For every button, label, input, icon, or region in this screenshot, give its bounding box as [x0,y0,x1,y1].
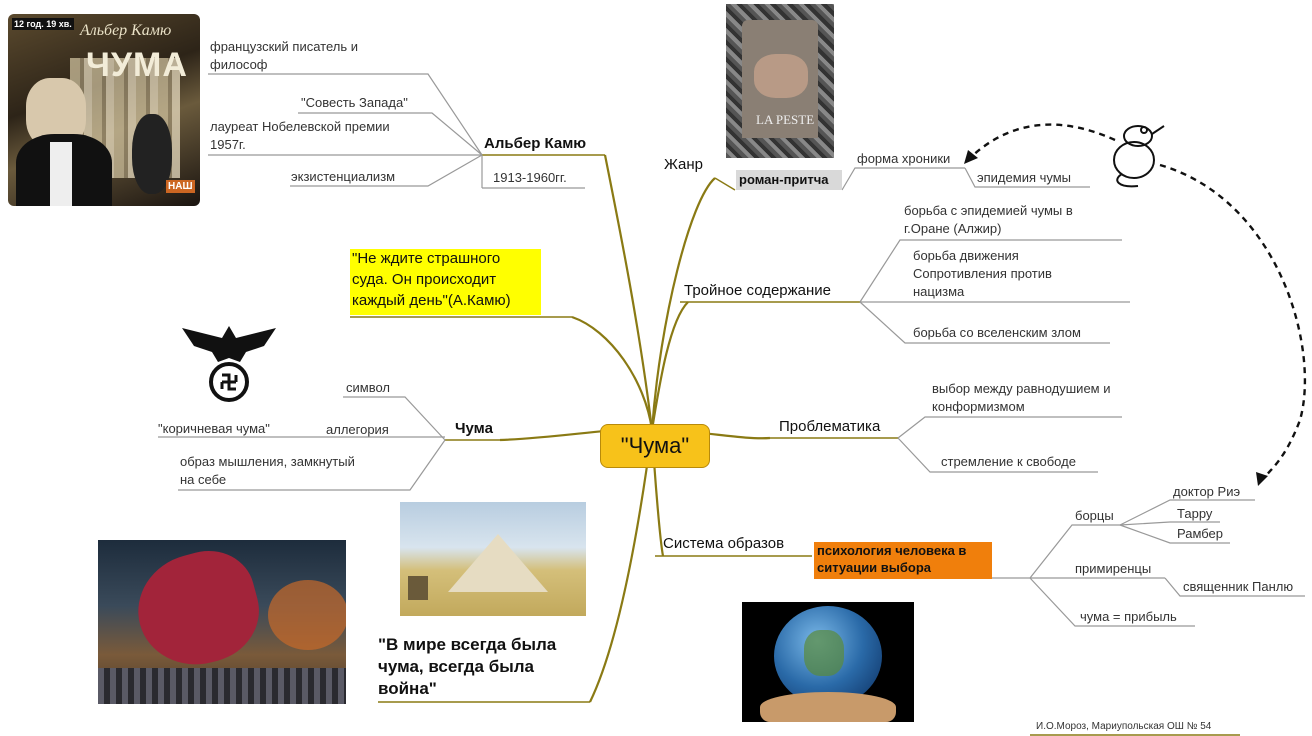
cover-author: Альбер Камю [80,22,172,39]
images-box: психология человека в ситуации выбора [814,542,992,579]
cover-title: ЧУМА [86,46,188,84]
poster-title: LA PESTE [756,112,815,127]
camus-item-conscience: "Совесть Запада" [301,95,408,110]
camus-quote: "Не ждите страшного суда. Он происходит … [350,249,541,315]
reconciler-paneloux: священник Панлю [1183,579,1294,594]
camus-quote-line3: каждый день"(А.Камю) [352,292,511,309]
camus-quote-line2: суда. Он происходит [352,271,497,288]
plague-mindset-line2: на себе [180,472,227,487]
camus-item-writer-line1: французский писатель и [210,39,359,54]
plague-symbol: символ [346,380,390,395]
fighter-tarrou: Тарру [1177,506,1213,521]
problems-item1-line2: конформизмом [932,399,1025,414]
genre-epidemic: эпидемия чумы [977,170,1072,185]
genre-box-label: роман-притча [739,172,829,187]
branch-content-title[interactable]: Тройное содержание [684,282,832,299]
problems-item2: стремление к свободе [941,454,1076,469]
images-box-line2: ситуации выбора [817,560,932,575]
branch-images-title[interactable]: Система образов [663,535,785,552]
branch-camus-title[interactable]: Альбер Камю [484,135,587,152]
images-fighters: борцы [1075,508,1114,523]
camus-quote-line1: "Не ждите страшного [352,250,501,267]
la-peste-poster-image: LA PESTE [726,4,834,158]
branch-plague-title[interactable]: Чума [455,420,493,437]
problems-item1-line1: выбор между равнодушием и [932,381,1111,396]
book-cover-image: 12 год. 19 хв. Альбер Камю ЧУМА НАШ [8,14,200,206]
cover-logo: НАШ [166,180,195,193]
camus-item-nobel-line1: лауреат Нобелевской премии [210,119,390,134]
content-item1-line2: г.Оране (Алжир) [904,221,1002,236]
eagle-emblem-image [180,322,278,404]
camus-item-writer-line2: философ [210,57,268,72]
content-item2-line2: Сопротивления против [913,266,1052,281]
content-item2-line3: нацизма [913,284,965,299]
plague-mindset-line1: образ мышления, замкнутый [180,454,355,469]
camus-item-existentialism: экзистенциализм [291,169,396,184]
central-topic-label: "Чума" [620,433,690,458]
fighter-rambert: Рамбер [1177,526,1224,541]
images-profit: чума = прибыль [1080,609,1177,624]
content-item3: борьба со вселенским злом [913,325,1081,340]
content-item1-line1: борьба с эпидемией чумы в [904,203,1073,218]
globe-in-hands-image [742,602,914,722]
war-quote-line1: "В мире всегда была [378,635,557,654]
images-reconcilers: примиренцы [1075,561,1152,576]
war-quote-line2: чума, всегда была [378,657,534,676]
cover-time-label: 12 год. 19 хв. [12,18,74,30]
branch-problems-title[interactable]: Проблематика [779,418,881,435]
fighter-rieux: доктор Риэ [1173,484,1241,499]
camus-years: 1913-1960гг. [493,170,567,185]
plague-painting-image [98,540,346,704]
war-quote-line3: война" [378,679,437,698]
plague-allegory: аллегория [326,422,389,437]
plague-brown: "коричневая чума" [158,421,270,436]
apotheosis-of-war-image [400,502,586,616]
central-topic[interactable]: "Чума" [600,424,710,468]
content-item2-line1: борьба движения [913,248,1019,263]
author-credit: И.О.Мороз, Мариупольская ОШ № 54 [1036,721,1212,732]
genre-chronicle: форма хроники [857,151,951,166]
genre-box: роман-притча [736,170,842,190]
camus-item-nobel-line2: 1957г. [210,137,246,152]
branch-genre-title[interactable]: Жанр [664,156,703,173]
rat-drawing-image [1108,118,1170,190]
images-box-line1: психология человека в [817,543,967,558]
